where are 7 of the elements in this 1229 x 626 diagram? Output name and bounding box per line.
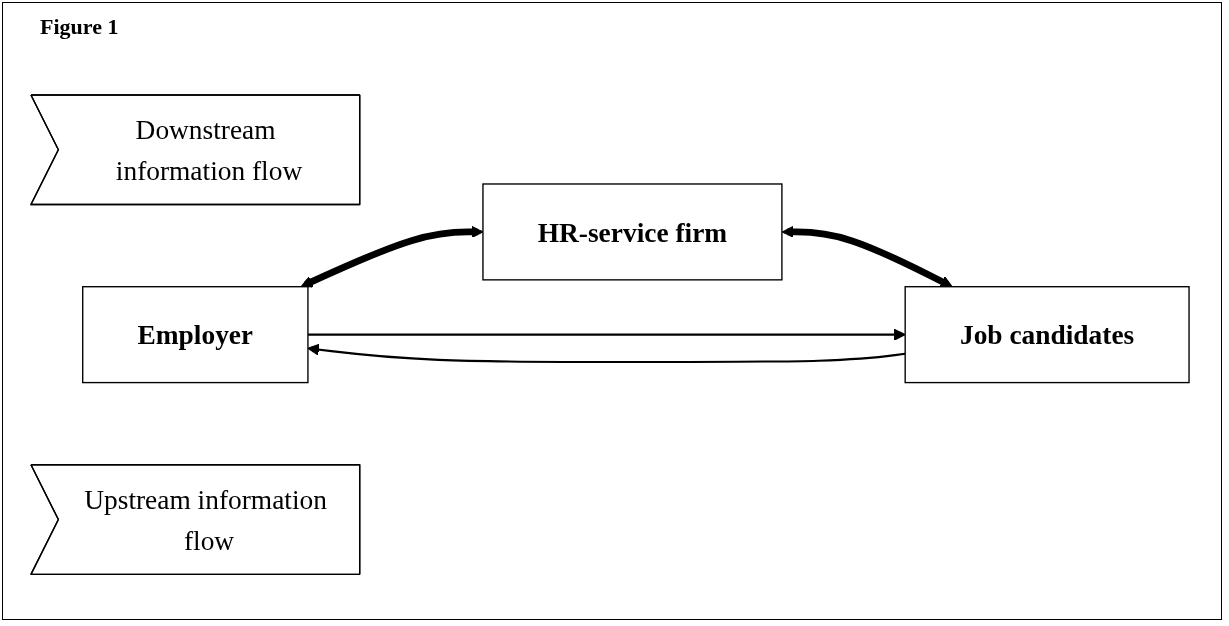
node-box: Employer [82,286,309,384]
arrow [307,328,906,341]
node-box: HR-service firm [482,183,783,281]
arrow [781,226,953,288]
node-box: Job candidates [904,286,1190,384]
figure-title: Figure 1 [40,14,119,40]
arrow [307,343,906,364]
